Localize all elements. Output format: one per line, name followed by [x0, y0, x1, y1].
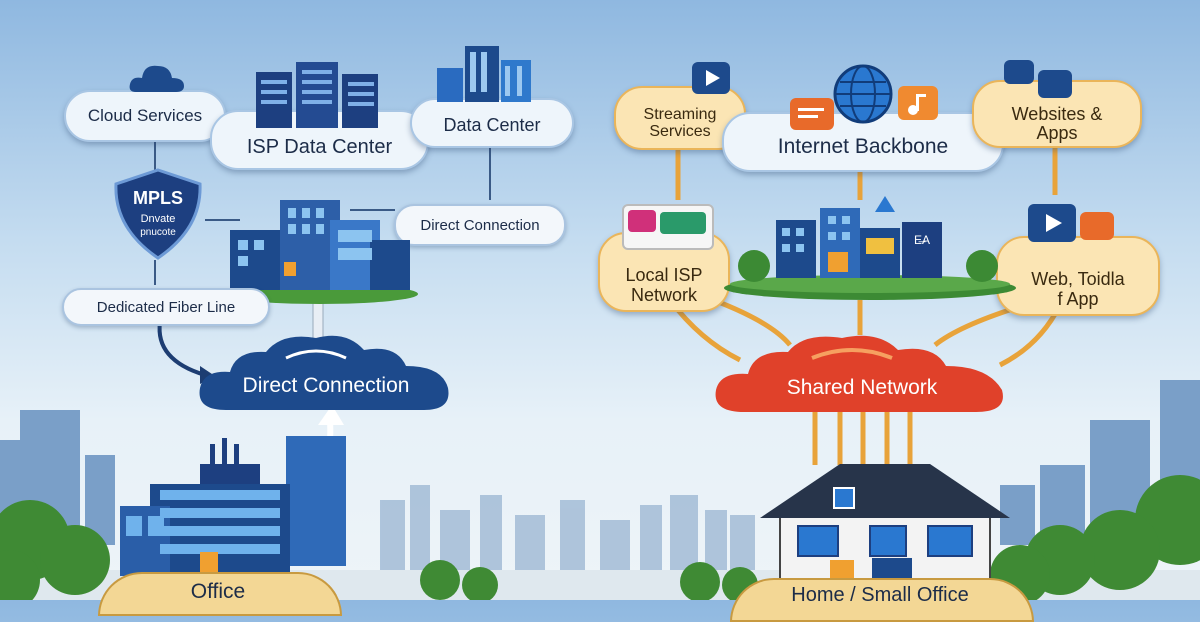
office-building-icon: [120, 436, 346, 576]
chat-icon: [790, 98, 834, 130]
shared-network-label: Shared Network: [786, 376, 938, 399]
streaming-services-label: Streaming Services: [643, 106, 717, 140]
isp-building-icon: [222, 200, 418, 304]
mpls-line1: Dnvate: [141, 213, 176, 225]
dedicated-fiber-line-label: Dedicated Fiber Line: [96, 298, 236, 316]
direct-connection-cloud-label: Direct Connection: [242, 374, 410, 397]
data-center-node: Data Center: [410, 98, 574, 148]
media-apps-icon: [622, 204, 714, 250]
video-play-icon: [1028, 204, 1076, 242]
direct-connection-pill-label: Direct Connection: [420, 216, 540, 234]
browser-chat-icon: [1004, 60, 1034, 84]
shared-city-platform: E̶A: [724, 196, 1016, 300]
music-icon: [898, 86, 938, 120]
video-camera-icon: [1038, 70, 1072, 98]
message-icon: [1080, 212, 1114, 240]
shared-network-cloud-shape: [715, 335, 1003, 412]
building-sign-text: E̶A: [914, 233, 930, 247]
dedicated-fiber-line-pill: Dedicated Fiber Line: [62, 288, 270, 326]
cloud-icon: [129, 65, 184, 92]
home-office-label: Home / Small Office: [791, 584, 969, 606]
isp-data-center-label: ISP Data Center: [246, 135, 393, 158]
internet-backbone-label: Internet Backbone: [777, 135, 949, 158]
home-office-house-icon: [760, 464, 1010, 589]
websites-apps-label: Websites & Apps: [1011, 104, 1103, 143]
cloud-services-node: Cloud Services: [64, 90, 226, 142]
mpls-shield: MPLS Dnvate pnucote: [114, 168, 202, 260]
globe-icon: [833, 64, 893, 124]
data-center-label: Data Center: [443, 114, 541, 135]
direct-connection-cloud-shape: [199, 335, 449, 410]
office-label: Office: [190, 580, 246, 603]
mpls-line2: pnucote: [140, 227, 176, 238]
websites-apps-node: Websites & Apps: [972, 80, 1142, 148]
play-icon: [692, 62, 730, 94]
local-isp-network-label: Local ISP Network: [625, 265, 703, 305]
cloud-services-label: Cloud Services: [87, 106, 203, 125]
web-toidla-app-label: Web, Toidla f App: [1031, 269, 1125, 309]
web-toidla-app-node: Web, Toidla f App: [996, 236, 1160, 316]
mpls-title: MPLS: [133, 188, 183, 208]
direct-connection-pill: Direct Connection: [394, 204, 566, 246]
data-center-buildings-icon: [437, 46, 531, 102]
server-rack-icon: [256, 62, 378, 128]
